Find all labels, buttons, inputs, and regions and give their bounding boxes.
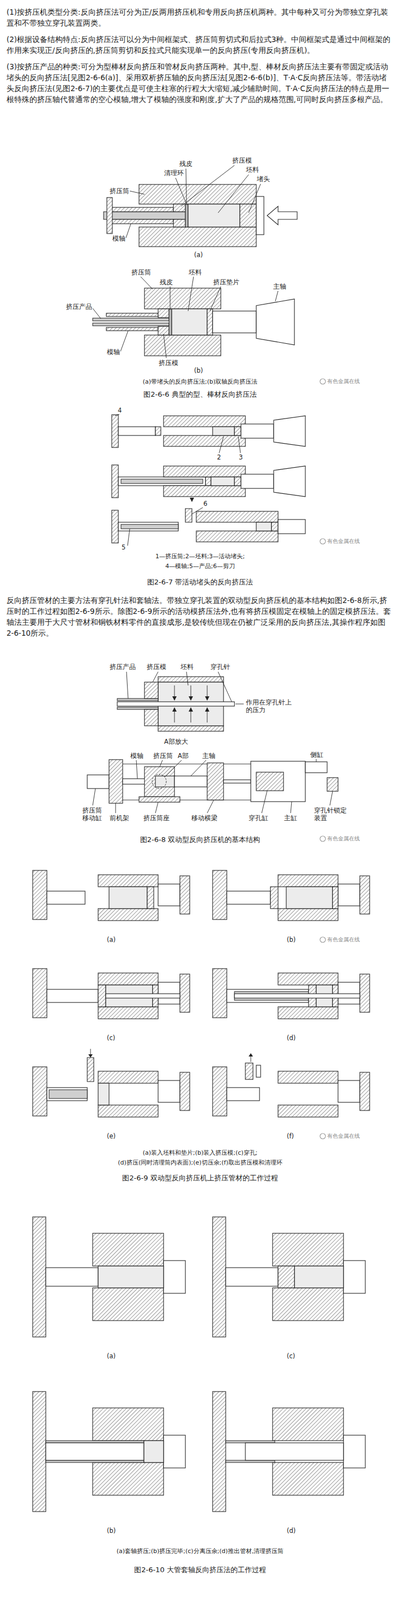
figure-caption: 图2-6-9 双动型反向挤压机上挤压管材的工作过程 xyxy=(1,1172,398,1183)
subfigure-label: (e) xyxy=(106,1131,117,1139)
callout-number: 3 xyxy=(238,453,244,461)
paragraph: 反向挤压管材的主要方法有穿孔针法和套轴法。带独立穿孔装置的双动型反向挤压机的基本… xyxy=(6,594,392,638)
subfigure-caption: (a)装入坯料和垫片;(b)装入挤压模;(c)穿孔; xyxy=(1,1147,398,1157)
part-label: 模轴 xyxy=(111,234,126,243)
figure-caption: 图2-6-7 带活动堵头的反向挤压法 xyxy=(1,576,398,587)
part-label: 挤压垫片 xyxy=(212,278,240,286)
paragraph: (1)按挤压机类型分类:反向挤压法可分为正/反两用挤压机和专用反向挤压机两种。其… xyxy=(6,6,392,29)
force-note: 作用在穿孔针上的压力 xyxy=(245,697,299,714)
legend-line: 4—模轴;5—产品;6—剪刀 xyxy=(1,561,398,571)
callout-number: 5 xyxy=(121,543,126,551)
paragraph: (3)按挤压产品的种类:可分为型棒材反向挤压和管材反向挤压两种。其中,型、棒材反… xyxy=(6,61,392,105)
part-label: 挤压模 xyxy=(231,156,253,165)
part-label: 堵头 xyxy=(256,175,271,183)
watermark: 有色金属在线 xyxy=(327,935,360,943)
paragraph: (2)根据设备结构特点:反向挤压法可以分为中间框架式、挤压筒剪切式和后拉式3种。… xyxy=(6,33,392,56)
part-label: 主轴 xyxy=(272,282,287,291)
watermark: 有色金属在线 xyxy=(327,537,360,545)
watermark: 有色金属在线 xyxy=(327,377,360,385)
callout-number: 6 xyxy=(202,499,208,508)
callout-number: 2 xyxy=(216,453,222,461)
subfigure-label: (c) xyxy=(286,1351,296,1359)
figure-2-6-8-main xyxy=(87,758,339,813)
part-label: 挤压模 xyxy=(158,358,179,367)
part-label: 模轴 xyxy=(129,751,144,759)
part-label: 前机架 xyxy=(109,813,130,822)
figure-2-6-8-detail xyxy=(117,671,244,731)
subfigure-label: (d) xyxy=(286,1033,297,1041)
part-label: 残皮 xyxy=(178,159,194,168)
part-label: 挤压模 xyxy=(146,662,167,671)
part-label: 挤压筒 xyxy=(130,268,152,276)
part-label: 挤压产品 xyxy=(65,302,93,311)
detail-label: A部放大 xyxy=(163,737,189,745)
part-label: 挤压筒移动缸 xyxy=(81,805,106,822)
figure-caption: 图2-6-10 大管套轴反向挤压法的工作过程 xyxy=(1,1563,398,1574)
part-label: 穿孔针 xyxy=(209,662,231,671)
watermark: 有色金属在线 xyxy=(327,834,360,842)
legend-line: 1—挤压筒;2—坯料;3—活动堵头; xyxy=(1,551,398,561)
part-label: 坯料 xyxy=(179,662,195,671)
figure-caption: 图2-6-6 典型的型、棒材反向挤压法 xyxy=(1,389,398,400)
part-label: 主缸 xyxy=(283,813,298,822)
part-label: 穿孔缸 xyxy=(248,813,269,822)
watermark-logo xyxy=(320,378,326,1138)
part-label: 穿孔针锁定装置 xyxy=(313,805,351,822)
subfigure-label: (a) xyxy=(106,935,117,943)
subfigure-label: (b) xyxy=(106,1525,117,1534)
part-label: A部 xyxy=(177,751,190,759)
subfigure-label: (f) xyxy=(286,1131,295,1139)
part-label: 清理环 xyxy=(163,169,185,177)
subfigure-label: (a) xyxy=(106,1351,117,1359)
part-label: 侧缸 xyxy=(309,750,324,758)
part-label: 挤压产品 xyxy=(109,662,137,671)
subfigure-label: (c) xyxy=(106,1033,116,1041)
subfigure-label: (a) xyxy=(193,250,204,259)
subfigure-label: (b) xyxy=(193,366,204,375)
figure-2-6-9 xyxy=(32,869,370,1117)
part-label: 坯料 xyxy=(245,165,260,174)
part-label: 主轴 xyxy=(201,751,216,759)
part-label: 挤压筒 xyxy=(109,187,130,195)
subfigure-caption: (a)套轴挤压;(b)挤压完毕;(c)分离压余;(d)推出管材,清理挤压筒 xyxy=(1,1545,398,1555)
subfigure-label: (d) xyxy=(286,1525,297,1534)
figure-2-6-6b xyxy=(92,276,295,358)
part-label: 挤压筒 xyxy=(152,751,174,759)
callout-number: 4 xyxy=(117,406,123,414)
figure-2-6-7 xyxy=(111,413,306,546)
subfigure-label: (b) xyxy=(286,935,297,943)
figure-2-6-10 xyxy=(32,1215,366,1511)
part-label: 模轴 xyxy=(106,347,121,356)
subfigure-caption: (d)挤压(同时清理筒内表面);(e)切压余;(f)取出挤压模和清理环 xyxy=(1,1157,398,1167)
part-label: 坯料 xyxy=(188,268,203,276)
figure-2-6-6a xyxy=(103,165,298,247)
part-label: 移动横梁 xyxy=(190,813,219,822)
part-label: 残皮 xyxy=(159,278,174,286)
watermark: 有色金属在线 xyxy=(327,1131,360,1139)
part-label: 挤压筒座 xyxy=(142,813,171,822)
